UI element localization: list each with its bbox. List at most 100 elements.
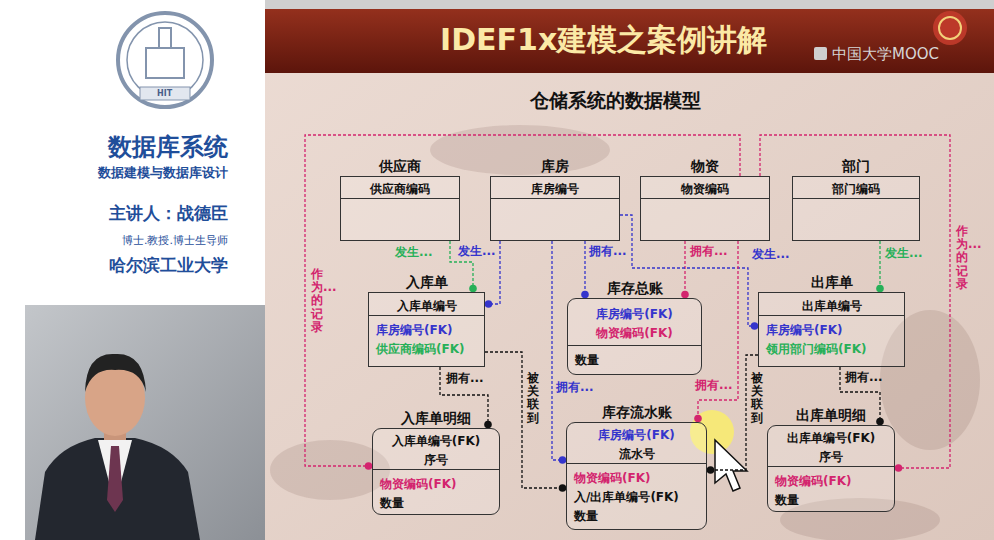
logo-tower xyxy=(159,28,171,48)
key-line: 库房编号(FK) xyxy=(598,424,674,443)
attribute: 物资编码(FK) xyxy=(380,476,456,492)
key-attribute: 物资编码 xyxy=(681,181,729,197)
attribute: 数量 xyxy=(775,492,799,508)
entity-frame: 出库单编号库房编号(FK)领用部门编码(FK) xyxy=(758,292,905,367)
slide-ground xyxy=(265,0,994,540)
entity-frame: 库房编号 xyxy=(490,176,620,241)
relationship-label: 发生... xyxy=(885,246,923,260)
relationship-dot xyxy=(895,464,903,472)
attribute-area: 物资编码(FK)入/出库单编号(FK) 数量 xyxy=(567,464,706,529)
key-line: 序号 xyxy=(819,446,843,465)
key-line: 供应商编码 xyxy=(370,178,430,197)
corner-logo-ring xyxy=(939,17,961,39)
slide-title: IDEF1x建模之案例讲解 xyxy=(440,22,767,58)
attribute-area xyxy=(491,199,619,240)
entity-title: 部门 xyxy=(842,158,870,174)
entity-box: 部门部门编码 xyxy=(792,158,920,241)
key-attribute: 出库单编号 xyxy=(802,298,862,314)
attribute: 物资编码(FK) xyxy=(775,473,851,489)
relationship-label: 被关联到 xyxy=(527,372,539,425)
attribute-line: 数量 xyxy=(380,492,404,511)
attribute-line: 入/出库单编号(FK) xyxy=(574,486,679,505)
relationship-label: 拥有... xyxy=(589,244,627,258)
entity-name: 入库单 xyxy=(368,274,485,292)
entity-name: 部门 xyxy=(792,158,920,176)
key-attribute: 供应商编码 xyxy=(370,181,430,197)
video-ground xyxy=(25,305,265,540)
entity-box: 库存总账库房编号(FK)物资编码(FK)数量 xyxy=(567,280,702,375)
relationship-label: 拥有... xyxy=(556,380,594,394)
text-label: HIT xyxy=(157,89,172,99)
text-label: 数据建模与数据库设计 xyxy=(98,165,228,181)
key-attribute: 序号 xyxy=(819,449,843,465)
entity-name: 出库单明细 xyxy=(767,407,895,425)
entity-name: 供应商 xyxy=(340,158,460,176)
key-area: 库房编号(FK)物资编码(FK) xyxy=(568,299,701,346)
logo-building xyxy=(146,48,184,78)
relationship-line xyxy=(698,241,738,422)
relationship-label: 作为...的记录 xyxy=(956,225,968,291)
key-area: 入库单编号 xyxy=(369,293,484,316)
attribute-area: 数量 xyxy=(568,346,701,374)
attribute: 物资编码(FK) xyxy=(574,470,650,486)
entity-frame: 部门编码 xyxy=(792,176,920,241)
attribute: 数量 xyxy=(574,508,598,524)
entity-frame: 入库单编号库房编号(FK)供应商编码(FK) xyxy=(368,292,485,367)
tie xyxy=(107,446,123,512)
relationship-label: 拥有... xyxy=(690,244,728,258)
attribute-area: 物资编码(FK) 数量 xyxy=(373,470,499,514)
entity-title: 出库单明细 xyxy=(796,407,866,423)
entity-frame: 库房编号(FK)物资编码(FK)数量 xyxy=(567,298,702,375)
key-attribute: 入库单编号 xyxy=(397,298,457,314)
key-line: 部门编码 xyxy=(832,178,880,197)
attribute: 数量 xyxy=(380,495,404,511)
entity-box: 入库单入库单编号库房编号(FK)供应商编码(FK) xyxy=(368,274,485,367)
text-label: 中国大学MOOC xyxy=(832,45,939,64)
entity-frame: 物资编码 xyxy=(640,176,770,241)
entity-title: 库存流水账 xyxy=(602,404,672,420)
text-label: 博士.教授.博士生导师 xyxy=(122,234,228,248)
entity-box: 供应商供应商编码 xyxy=(340,158,460,241)
texture-blot xyxy=(430,125,610,175)
attribute-line: 库房编号(FK) xyxy=(766,319,842,338)
entity-name: 物资 xyxy=(640,158,770,176)
relationship-label: 拥有... xyxy=(845,370,883,384)
key-area: 供应商编码 xyxy=(341,177,459,199)
key-line: 出库单编号 xyxy=(802,295,862,314)
entity-title: 出库单 xyxy=(811,274,853,290)
entity-title: 入库单明细 xyxy=(401,410,471,426)
text-label: 仓储系统的数据模型 xyxy=(530,88,701,112)
attribute-area xyxy=(793,199,919,240)
entity-name: 库房 xyxy=(490,158,620,176)
text-label: 哈尔滨工业大学 xyxy=(109,255,228,276)
key-line: 出库单编号(FK) xyxy=(787,427,875,446)
entity-name: 出库单 xyxy=(758,274,905,292)
entity-frame: 供应商编码 xyxy=(340,176,460,241)
relationship-label: 作为...的记录 xyxy=(311,268,323,334)
key-line: 序号 xyxy=(424,449,448,468)
relationship-line xyxy=(879,241,880,292)
key-line: 流水号 xyxy=(619,443,655,462)
entity-box: 库房库房编号 xyxy=(490,158,620,241)
relationship-label: 发生... xyxy=(458,244,496,258)
attribute-line: 领用部门编码(FK) xyxy=(766,338,866,357)
entity-name: 库存总账 xyxy=(567,280,702,298)
entity-frame: 出库单编号(FK) 序号物资编码(FK) 数量 xyxy=(767,425,895,512)
mooc-icon xyxy=(814,47,827,60)
attribute-line: 物资编码(FK) xyxy=(574,467,650,486)
mouse-cursor xyxy=(715,440,747,491)
relationship-label: 发生... xyxy=(752,247,790,261)
relationship-line xyxy=(684,241,685,298)
attribute-area: 库房编号(FK)领用部门编码(FK) xyxy=(759,316,904,366)
logo-banner xyxy=(140,87,190,100)
attribute-line: 数量 xyxy=(574,505,598,524)
relationship-line xyxy=(552,241,566,460)
university-logo xyxy=(118,13,212,107)
attribute-area: 物资编码(FK) 数量 xyxy=(768,467,894,511)
lecturer-video xyxy=(25,305,265,540)
key-attribute: 库房编号(FK) xyxy=(596,306,672,322)
key-area: 部门编码 xyxy=(793,177,919,199)
key-attribute: 入库单编号(FK) xyxy=(392,433,480,449)
relationship-line xyxy=(584,241,585,298)
text-label: 数据库系统 xyxy=(108,132,228,162)
